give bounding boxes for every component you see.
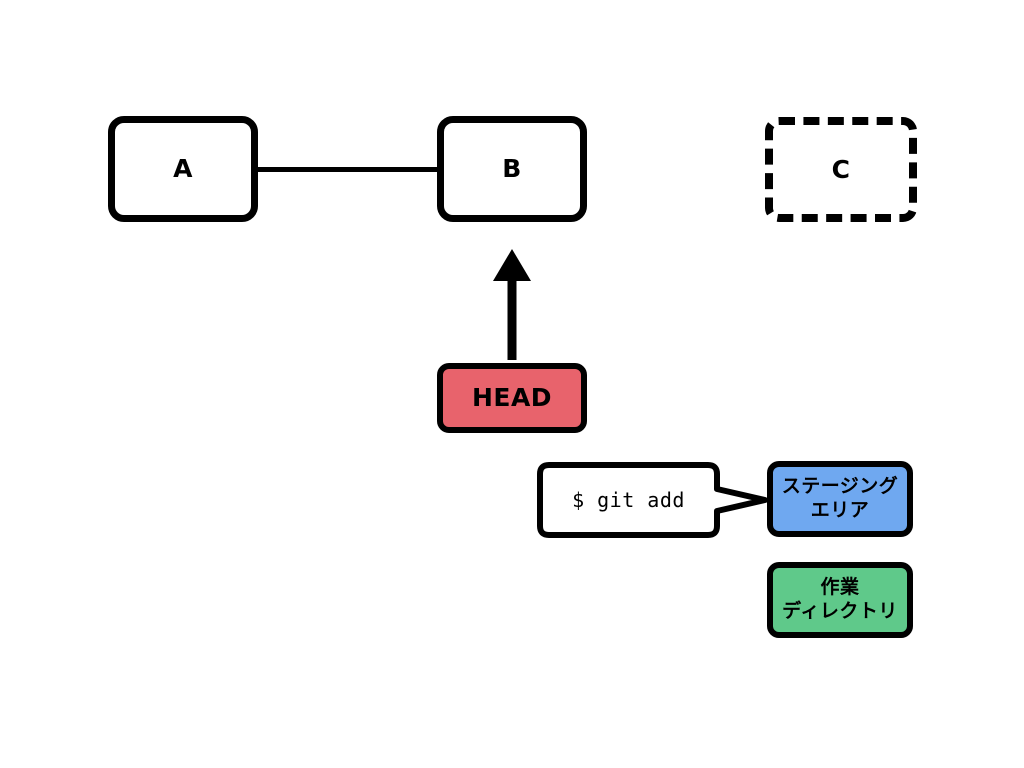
commit-node-c-pending[interactable]: C — [765, 117, 917, 222]
commit-node-c-label: C — [831, 154, 851, 184]
working-directory-label-line-2: ディレクトリ — [782, 600, 898, 622]
callout-bubble-path — [537, 462, 768, 538]
staging-area-box[interactable]: ステージング エリア — [767, 461, 913, 537]
head-pointer-label: HEAD — [471, 383, 553, 413]
arrow-head — [493, 249, 531, 281]
head-arrow-icon — [493, 249, 531, 360]
commit-node-a-label: A — [173, 154, 193, 184]
git-add-callout[interactable]: $ git add — [537, 462, 769, 538]
working-directory-box[interactable]: 作業 ディレクトリ — [767, 562, 913, 638]
working-directory-label-line-1: 作業 — [820, 576, 860, 599]
edge-a-to-b — [258, 167, 437, 172]
staging-area-label-line-2: エリア — [810, 499, 870, 521]
head-arrow — [492, 248, 532, 360]
staging-area-label-line-1: ステージング — [781, 475, 899, 498]
git-add-callout-shape — [537, 462, 768, 538]
commit-node-a[interactable]: A — [108, 116, 258, 222]
commit-node-b[interactable]: B — [437, 116, 587, 222]
git-add-command-text: $ git add — [572, 488, 685, 512]
head-pointer-box[interactable]: HEAD — [437, 363, 587, 433]
commit-node-b-label: B — [502, 154, 522, 184]
